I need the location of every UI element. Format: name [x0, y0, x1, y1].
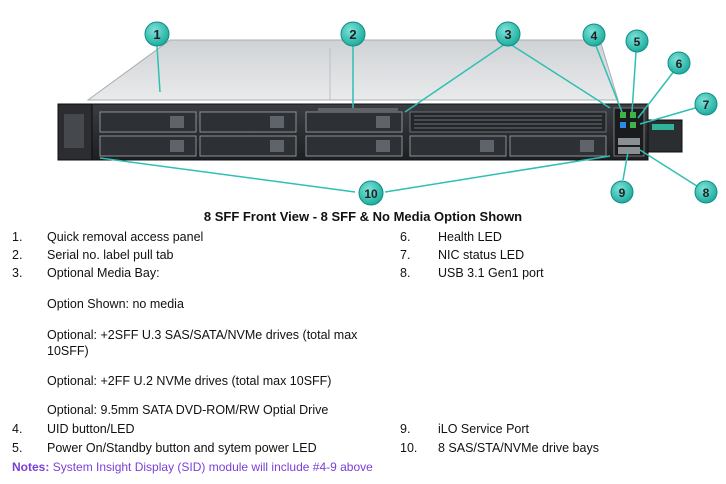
- svg-text:1: 1: [153, 27, 160, 42]
- svg-text:6: 6: [676, 57, 683, 71]
- svg-text:7: 7: [703, 98, 710, 112]
- list-item: NIC status LED: [438, 248, 525, 262]
- list-item: UID button/LED: [47, 422, 135, 436]
- leader-lines: [99, 43, 703, 193]
- list-number: 2.: [12, 248, 23, 262]
- list-number: 6.: [400, 230, 411, 244]
- list-number: 1.: [12, 230, 23, 244]
- svg-text:5: 5: [634, 35, 641, 49]
- svg-text:4: 4: [591, 29, 598, 43]
- server-front-view-figure: 1 2 3 4 5 6 7 8 9 10: [0, 0, 726, 208]
- list-number: 9.: [400, 422, 411, 436]
- hpe-label-ear: [647, 119, 683, 153]
- list-number: 5.: [12, 441, 23, 455]
- svg-text:8: 8: [703, 186, 710, 200]
- list-subitem: Optional: 9.5mm SATA DVD-ROM/RW Optial D…: [47, 403, 329, 417]
- list-subitem: Optional: +2SFF U.3 SAS/SATA/NVMe drives…: [47, 328, 358, 358]
- callout-7: 7: [694, 92, 718, 116]
- list-number: 4.: [12, 422, 23, 436]
- callout-8: 8: [694, 180, 718, 204]
- callout-4: 4: [582, 23, 606, 47]
- list-item: Quick removal access panel: [47, 230, 204, 244]
- server-diagram: 1 2 3 4 5 6 7 8 9 10: [57, 21, 718, 206]
- list-item: Serial no. label pull tab: [47, 248, 174, 262]
- callout-9: 9: [610, 180, 634, 204]
- svg-text:9: 9: [619, 186, 626, 200]
- list-number: 10.: [400, 441, 418, 455]
- media-bay: [409, 111, 607, 133]
- list-number: 3.: [12, 266, 23, 280]
- callout-5: 5: [625, 29, 649, 53]
- callout-2: 2: [340, 21, 366, 47]
- notes: Notes: System Insight Display (SID) modu…: [12, 460, 373, 474]
- list-item: Power On/Standby button and sytem power …: [47, 441, 317, 455]
- serial-pull-tab: [318, 108, 398, 112]
- callout-3: 3: [495, 21, 521, 47]
- list-subitem: Optional: +2FF U.2 NVMe drives (total ma…: [47, 374, 332, 388]
- list-number: 8.: [400, 266, 411, 280]
- list-item: USB 3.1 Gen1 port: [438, 266, 544, 280]
- callout-1: 1: [144, 21, 170, 47]
- svg-text:10: 10: [364, 187, 378, 201]
- notes-text: System Insight Display (SID) module will…: [52, 460, 373, 474]
- figure-caption: 8 SFF Front View - 8 SFF & No Media Opti…: [203, 209, 523, 224]
- list-number: 7.: [400, 248, 411, 262]
- list-item: 8 SAS/STA/NVMe drive bays: [438, 441, 599, 455]
- list-item: iLO Service Port: [438, 422, 530, 436]
- callout-10: 10: [358, 180, 384, 206]
- svg-text:2: 2: [349, 27, 356, 42]
- svg-text:3: 3: [504, 27, 511, 42]
- callout-6: 6: [667, 51, 691, 75]
- list-subitem: Option Shown: no media: [47, 297, 184, 311]
- notes-label: Notes:: [12, 460, 50, 474]
- list-item: Health LED: [438, 230, 502, 244]
- list-item: Optional Media Bay:: [47, 266, 160, 280]
